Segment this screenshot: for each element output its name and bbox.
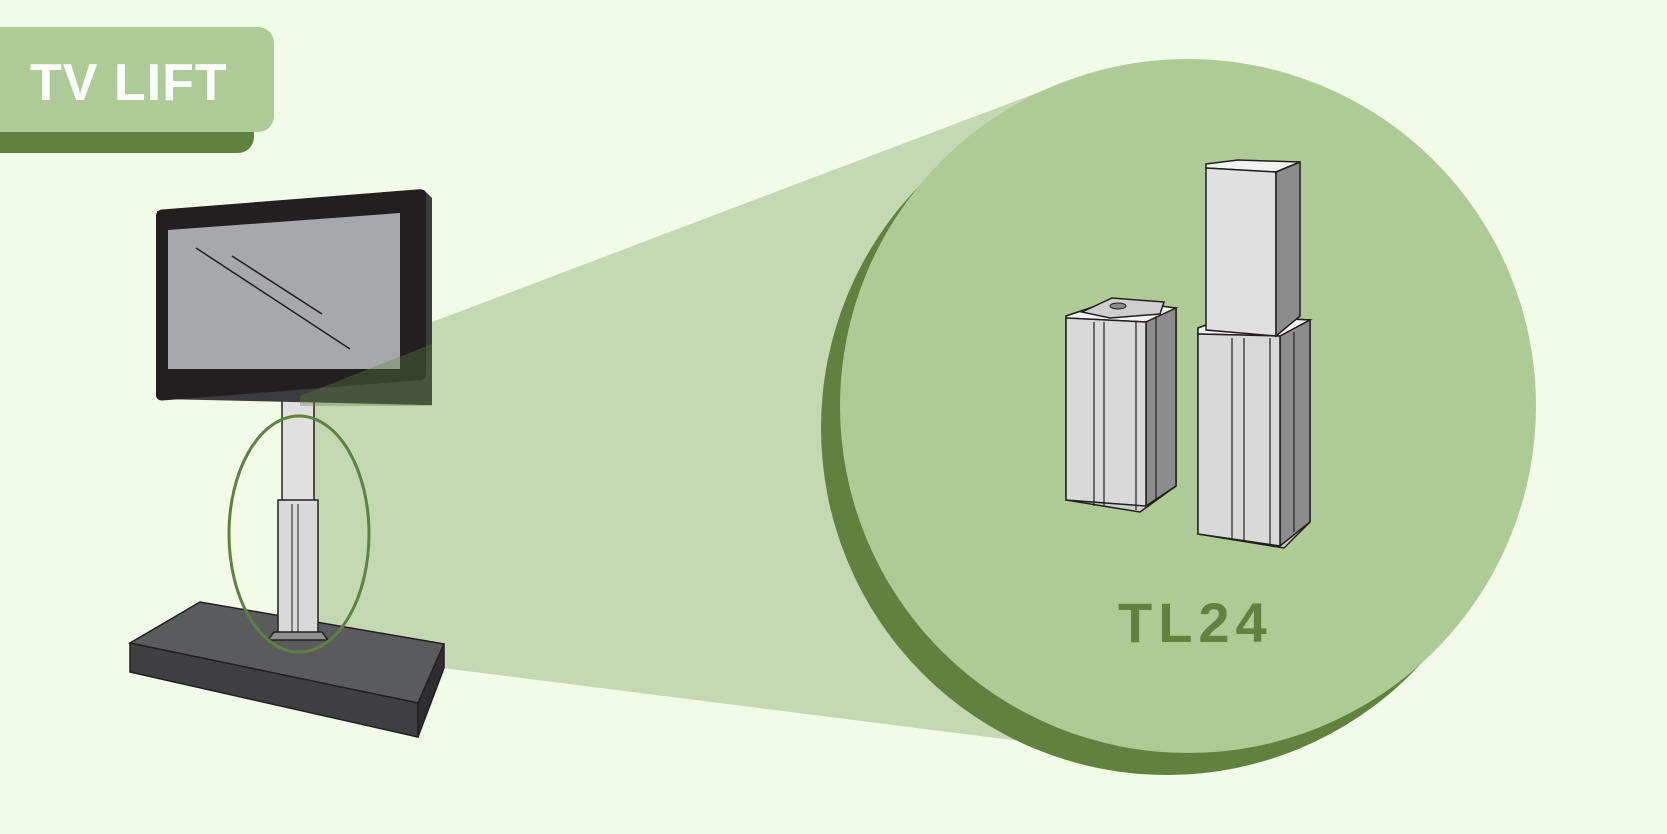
highlight-ellipse xyxy=(227,414,371,654)
magnifier-circle xyxy=(840,59,1536,753)
tv-stand-base xyxy=(127,601,446,738)
page-title: TV LIFT xyxy=(30,54,228,112)
tv-illustration xyxy=(156,189,432,405)
lift-column-retracted xyxy=(1065,297,1179,513)
model-label: TL24 xyxy=(1118,591,1273,654)
lift-column-extended xyxy=(1197,159,1313,549)
zoom-beam-overlay xyxy=(300,344,432,406)
title-badge: TV LIFT xyxy=(0,27,274,132)
